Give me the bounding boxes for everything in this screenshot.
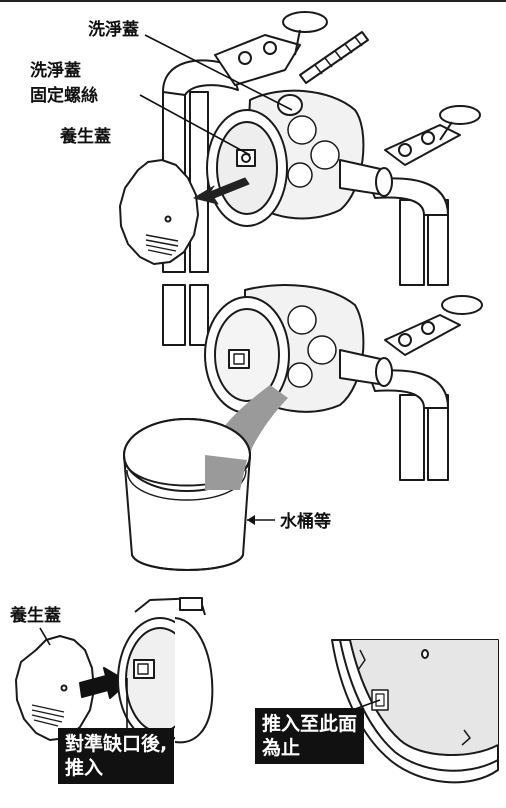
- label-protective-cover-top: 養生蓋: [59, 126, 111, 147]
- callout-push-to-surface: 推入至此面 為止: [255, 708, 365, 764]
- leader-line-cover-bottom: [39, 627, 51, 646]
- front-ring-2: [204, 296, 290, 414]
- bracket-right: [384, 105, 481, 166]
- label-protective-cover-bottom: 養生蓋: [9, 605, 61, 626]
- remove-arrow: [193, 177, 250, 205]
- callout-push-line-1: 推入至此面: [262, 713, 358, 735]
- callout-align-line-2: 推入: [65, 757, 104, 779]
- panel-closeup: [329, 639, 499, 784]
- leader-arrowhead: [247, 515, 255, 525]
- protective-cover-disc-1: [119, 159, 199, 265]
- label-bucket: 水桶等: [280, 511, 331, 532]
- callout-align-line-1: 對準缺口後,: [65, 733, 168, 755]
- label-cleaning-cover: 洗淨蓋: [88, 19, 139, 40]
- bracket-right-2: [384, 295, 483, 356]
- protective-cover-disc-2: [15, 635, 95, 741]
- panel-drain-water: [123, 284, 483, 571]
- bracket-top: [214, 11, 328, 86]
- panel-remove-cover: [119, 11, 481, 286]
- label-cleaning-cover-screw-1: 洗淨蓋: [30, 60, 81, 81]
- callout-push-line-2: 為止: [262, 737, 301, 759]
- bucket: [123, 418, 251, 571]
- callout-align-notch: 對準缺口後, 推入: [58, 728, 175, 784]
- pipe-right-2: [367, 369, 449, 481]
- label-cleaning-cover-screw-2: 固定螺絲: [30, 85, 98, 106]
- panel-reinstall-cover: [15, 597, 214, 744]
- leader-lines-1: [139, 34, 293, 156]
- pipe-left-2: [162, 284, 209, 346]
- front-ring-1: [206, 109, 288, 227]
- cover-fitting-3: [117, 597, 214, 744]
- threaded-rod: [299, 31, 369, 84]
- top-border: [0, 0, 506, 2]
